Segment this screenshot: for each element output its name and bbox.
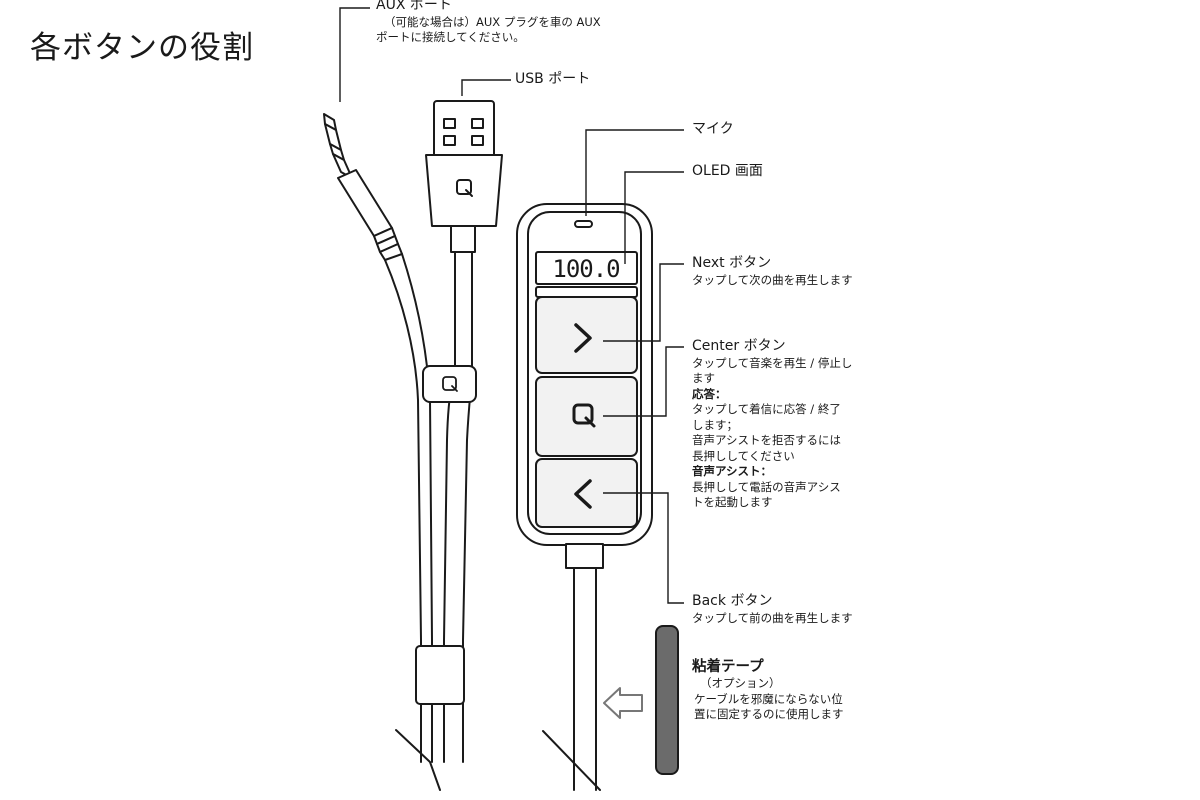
table-edge [395, 729, 601, 791]
back-heading: Back ボタン [692, 593, 773, 609]
tape-heading: 粘着テープ [692, 659, 764, 675]
center-answer-line2: します； [692, 417, 738, 432]
next-button-label: Next ボタン タップして次の曲を再生します [692, 255, 853, 288]
arrow-left-icon [603, 687, 643, 719]
q-logo-icon [456, 179, 473, 197]
adhesive-tape [655, 625, 679, 775]
aux-desc-line1: （可能な場合は）AUX プラグを車の AUX [384, 14, 601, 29]
leader-lines [339, 7, 684, 604]
center-answer-title: 応答： [692, 386, 727, 401]
aux-heading: AUX ポート [376, 0, 452, 13]
aux-desc-line2: ポートに接続してください。 [376, 30, 525, 44]
center-answer-line1: タップして着信に応答 / 終了 [692, 402, 841, 416]
remote-cable [565, 543, 604, 791]
center-assist-title: 音声アシスト： [692, 464, 773, 478]
back-button-label: Back ボタン タップして前の曲を再生します [692, 593, 853, 626]
page-title: 各ボタンの役割 [30, 30, 254, 66]
q-logo-icon [442, 376, 458, 392]
chevron-left-icon [574, 479, 592, 509]
aux-plug [323, 113, 403, 261]
oled-frame [535, 251, 638, 285]
center-desc-line2: ます [692, 371, 715, 385]
next-desc: タップして次の曲を再生します [692, 272, 853, 287]
ferrite-core [415, 645, 465, 705]
center-heading: Center ボタン [692, 338, 786, 354]
center-assist-line2: トを起動します [692, 495, 773, 509]
tape-label: 粘着テープ （オプション） ケーブルを邪魔にならない位 置に固定するのに使用しま… [692, 658, 844, 723]
center-answer-line4: 長押ししてください [692, 448, 795, 463]
tape-desc-line1: （オプション） [700, 676, 781, 691]
center-answer-line3: 音声アシストを拒否するには [692, 433, 842, 447]
q-logo-icon [572, 403, 596, 428]
oled-value: 100.0 [552, 255, 619, 283]
tape-desc-line2: ケーブルを邪魔にならない位 [694, 691, 843, 706]
cable-clip [422, 365, 477, 403]
mic-label: マイク [692, 121, 734, 137]
usb-plug [425, 100, 503, 253]
back-desc: タップして前の曲を再生します [692, 610, 853, 625]
usb-label: USB ポート [515, 71, 591, 87]
center-desc-line1: タップして音楽を再生 / 停止し [692, 355, 853, 370]
next-button-block [535, 286, 638, 374]
oled-label: OLED 画面 [692, 163, 763, 179]
tape-desc-line3: 置に固定するのに使用します [694, 707, 844, 722]
next-heading: Next ボタン [692, 255, 772, 271]
center-button-label: Center ボタン タップして音楽を再生 / 停止し ます 応答： タップして… [692, 338, 852, 511]
aux-label: AUX ポート （可能な場合は）AUX プラグを車の AUX ポートに接続してく… [376, 0, 601, 46]
chevron-right-icon [574, 323, 592, 353]
center-assist-line1: 長押しして電話の音声アシス [692, 479, 841, 494]
